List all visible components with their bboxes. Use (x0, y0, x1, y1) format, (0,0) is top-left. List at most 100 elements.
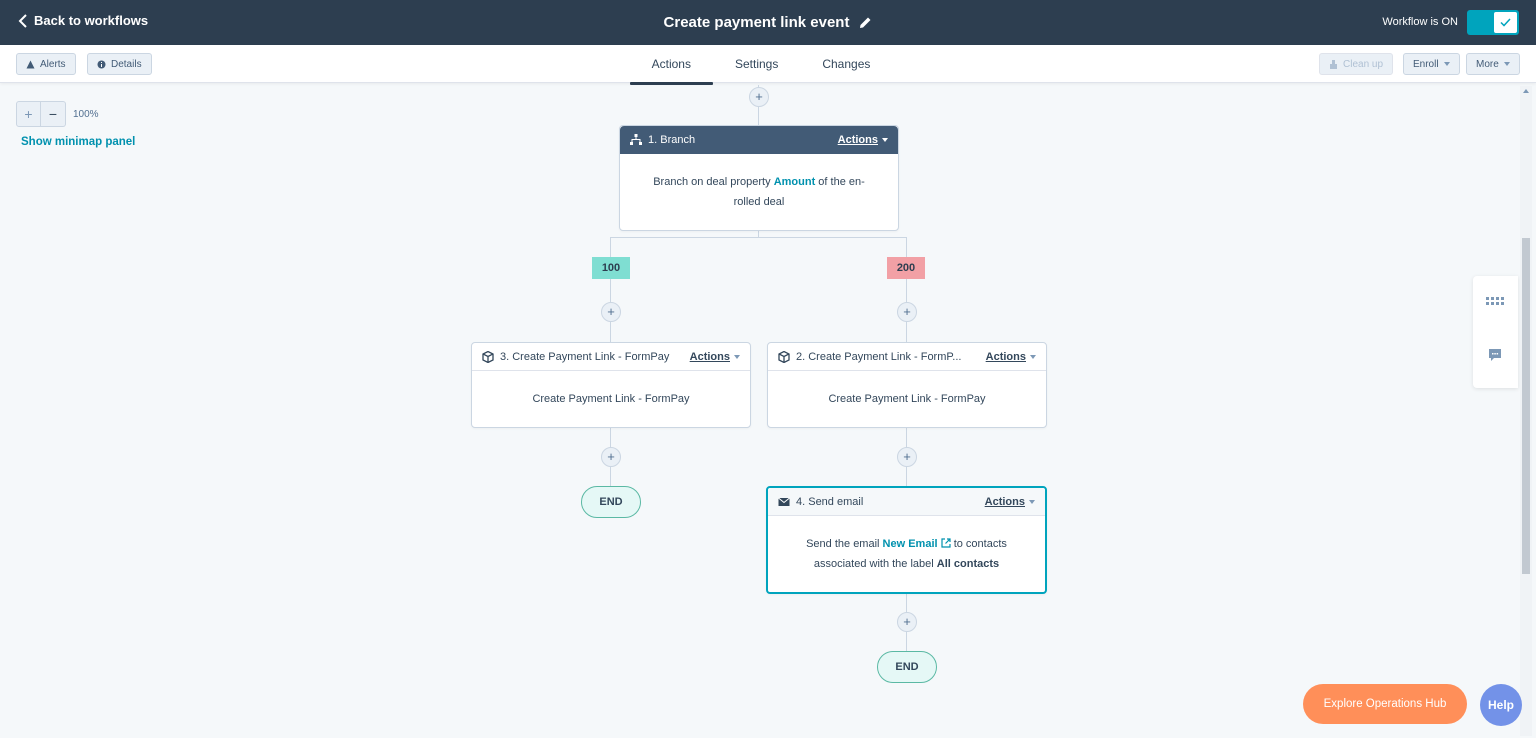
new-email-link[interactable]: New Email (882, 538, 938, 550)
email-card-body: Send the email New Email to contacts ass… (768, 516, 1045, 592)
broom-icon (1330, 59, 1337, 69)
chevron-down-icon (734, 354, 740, 359)
workflow-toggle[interactable] (1467, 10, 1519, 35)
end-node: END (581, 486, 641, 518)
end-node: END (877, 651, 937, 683)
branch-text-suffix: of the en-rolled deal (733, 176, 865, 208)
alerts-button[interactable]: Alerts (16, 53, 76, 75)
scrollbar-thumb[interactable] (1522, 238, 1530, 574)
comment-icon[interactable] (1486, 348, 1504, 362)
zoom-level: 100% (73, 109, 99, 120)
email-text-prefix: Send the email (806, 538, 880, 550)
branch-icon (630, 133, 642, 145)
enroll-label: Enroll (1413, 58, 1439, 70)
show-minimap-link[interactable]: Show minimap panel (21, 136, 136, 148)
add-action-button[interactable]: + (897, 447, 917, 467)
action-card-header: 2. Create Payment Link - FormP... Action… (768, 343, 1046, 371)
zoom-controls: + − (16, 101, 66, 127)
action-card-title: 2. Create Payment Link - FormP... (796, 350, 962, 363)
connector (906, 237, 907, 342)
email-association-label: All contacts (936, 558, 1000, 570)
tab-settings[interactable]: Settings (734, 57, 779, 71)
action-card-body: Create Payment Link - FormPay (532, 393, 690, 405)
back-to-workflows-link[interactable]: Back to workflows (18, 13, 148, 28)
canvas-scrollbar[interactable] (1520, 86, 1532, 736)
scroll-up-arrow-icon[interactable] (1523, 89, 1529, 93)
envelope-icon (778, 497, 790, 506)
explore-operations-hub-button[interactable]: Explore Operations Hub (1303, 684, 1467, 724)
send-email-card[interactable]: 4. Send email Actions Send the email New… (766, 486, 1047, 594)
branch-badge-200[interactable]: 200 (887, 257, 925, 279)
workflow-status-label: Workflow is ON (1382, 16, 1458, 28)
chevron-down-icon (882, 137, 888, 142)
toggle-knob (1494, 12, 1517, 33)
branch-description: Branch on deal property Amount of the en… (640, 172, 878, 212)
add-action-button[interactable]: + (601, 447, 621, 467)
email-card-header: 4. Send email Actions (768, 488, 1045, 516)
add-action-button[interactable]: + (601, 302, 621, 322)
add-action-button[interactable]: + (897, 302, 917, 322)
help-button[interactable]: Help (1480, 684, 1522, 726)
branch-property-link[interactable]: Amount (773, 176, 816, 188)
email-actions-menu[interactable]: Actions (985, 496, 1035, 508)
action-actions-menu[interactable]: Actions (986, 351, 1036, 363)
branch-card-body: Branch on deal property Amount of the en… (620, 154, 898, 230)
branch-card-header: 1. Branch Actions (620, 126, 898, 154)
external-link-icon[interactable] (941, 538, 951, 548)
workflow-title-area: Create payment link event (0, 14, 1536, 31)
email-text-mid: to contacts associated with the label (813, 538, 1007, 570)
branch-text-prefix: Branch on deal property (653, 176, 771, 188)
action-card-title: 3. Create Payment Link - FormPay (500, 350, 670, 363)
cube-icon (482, 350, 494, 363)
actions-label: Actions (837, 133, 878, 146)
cube-icon (778, 350, 790, 363)
action-card-header: 3. Create Payment Link - FormPay Actions (472, 343, 750, 371)
top-bar: Back to workflows Create payment link ev… (0, 0, 1536, 45)
chevron-down-icon (1443, 62, 1450, 66)
action-card-3[interactable]: 3. Create Payment Link - FormPay Actions… (471, 342, 751, 428)
workflow-title: Create payment link event (663, 14, 850, 31)
action-card-body: Create Payment Link - FormPay (828, 393, 986, 405)
email-card-title: 4. Send email (796, 495, 864, 508)
zoom-out-button[interactable]: − (41, 101, 66, 127)
add-action-button[interactable]: + (897, 612, 917, 632)
pencil-icon[interactable] (859, 16, 872, 29)
actions-label: Actions (985, 350, 1026, 363)
chevron-down-icon (1030, 354, 1036, 359)
branch-badge-100[interactable]: 100 (592, 257, 630, 279)
email-description: Send the email New Email to contacts ass… (788, 534, 1025, 574)
chevron-down-icon (1503, 62, 1510, 66)
branch-card-title: 1. Branch (648, 133, 696, 146)
back-label: Back to workflows (34, 13, 149, 28)
tab-actions[interactable]: Actions (629, 45, 714, 85)
alerts-label: Alerts (40, 58, 66, 70)
connector (610, 237, 907, 238)
actions-label: Actions (689, 350, 730, 363)
clean-up-label: Clean up (1343, 58, 1384, 70)
tab-bar: Actions Settings Changes (0, 45, 1536, 85)
action-actions-menu[interactable]: Actions (690, 351, 740, 363)
chevron-down-icon (1029, 499, 1035, 504)
enroll-button[interactable]: Enroll (1403, 53, 1460, 75)
details-label: Details (111, 58, 142, 70)
branch-card[interactable]: 1. Branch Actions Branch on deal propert… (619, 125, 899, 231)
tab-changes[interactable]: Changes (822, 57, 871, 71)
side-tool-panel (1473, 276, 1518, 388)
more-label: More (1476, 58, 1499, 70)
details-button[interactable]: Details (87, 53, 152, 75)
sub-navigation: Alerts Details Actions Settings Changes … (0, 45, 1536, 85)
more-button[interactable]: More (1466, 53, 1520, 75)
actions-label: Actions (984, 495, 1025, 508)
warning-icon (26, 60, 35, 68)
action-card-2[interactable]: 2. Create Payment Link - FormP... Action… (767, 342, 1047, 428)
zoom-in-button[interactable]: + (16, 101, 41, 127)
connector (758, 231, 759, 238)
chevron-left-icon (18, 13, 27, 28)
keypad-icon[interactable] (1486, 294, 1504, 308)
connector (610, 237, 611, 342)
clean-up-button[interactable]: Clean up (1319, 53, 1394, 75)
check-icon (1500, 18, 1511, 27)
branch-actions-menu[interactable]: Actions (838, 134, 888, 146)
add-action-button[interactable]: + (749, 87, 769, 107)
info-icon (97, 60, 106, 68)
